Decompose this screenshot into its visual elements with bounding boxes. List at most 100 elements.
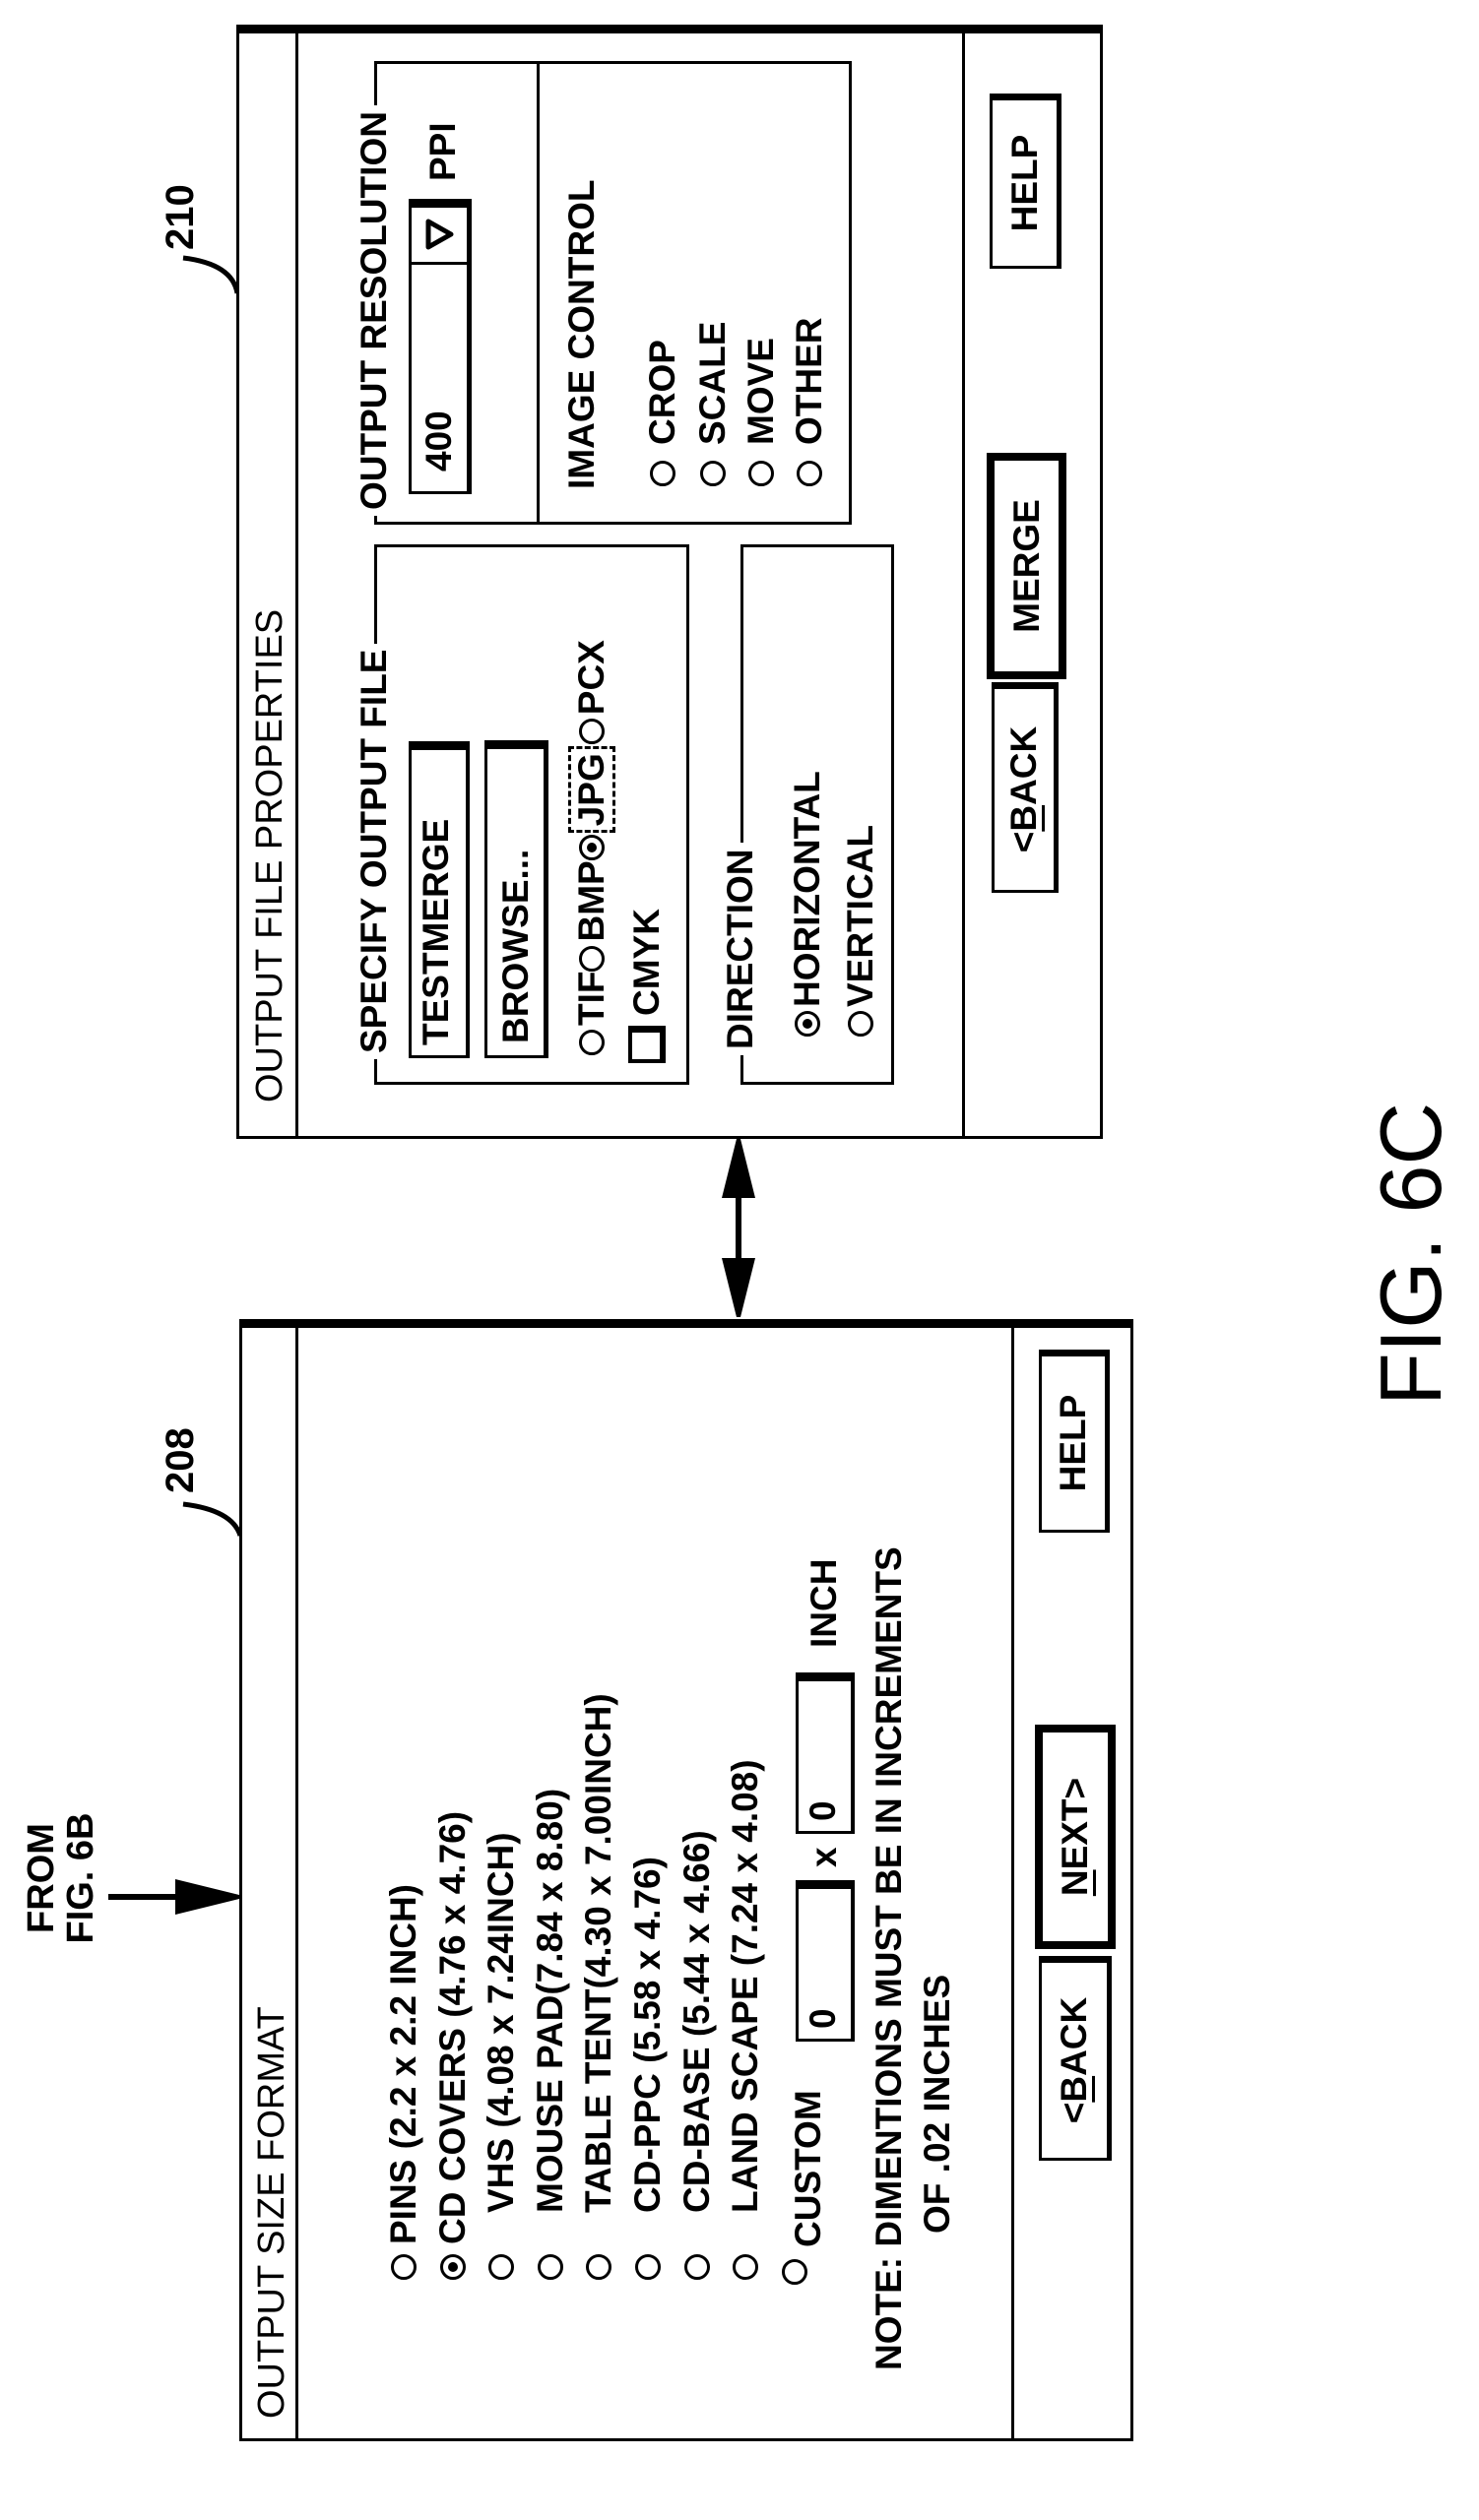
- note-line-1: NOTE: DIMENTIONS MUST BE IN INCREMENTS: [868, 1546, 909, 2370]
- radio-icon[interactable]: [440, 2254, 466, 2280]
- option-label: CROP: [642, 340, 682, 445]
- browse-button[interactable]: BROWSE...: [484, 740, 548, 1058]
- checkbox-icon[interactable]: [628, 1026, 666, 1063]
- radio-icon[interactable]: [650, 461, 675, 486]
- size-option-cd-covers[interactable]: CD COVERS (4.76 x 4.76): [431, 1811, 475, 2280]
- option-label: MOUSE PAD(7.84 x 8.80): [530, 1788, 570, 2213]
- window-title: OUTPUT SIZE FORMAT: [251, 2006, 292, 2419]
- radio-icon[interactable]: [733, 2254, 758, 2280]
- direction-label: DIRECTION: [720, 843, 760, 1055]
- radio-icon[interactable]: [488, 2254, 514, 2280]
- output-resolution-label: OUTPUT RESOLUTION: [354, 105, 394, 516]
- option-label: MOVE: [740, 338, 781, 445]
- radio-icon[interactable]: [391, 2254, 417, 2280]
- option-label: HORIZONTAL: [787, 771, 827, 1007]
- radio-icon[interactable]: [635, 2254, 661, 2280]
- radio-icon[interactable]: [586, 2254, 611, 2280]
- resolution-unit: PPI: [422, 122, 463, 181]
- radio-icon[interactable]: [538, 2254, 563, 2280]
- radio-icon[interactable]: [579, 945, 605, 972]
- help-button[interactable]: HELP: [990, 94, 1061, 269]
- back-prefix: <: [1054, 2102, 1094, 2124]
- back-prefix: <: [1003, 831, 1044, 853]
- option-label: CD-BASE (5.44 x 4.66): [676, 1830, 717, 2213]
- note-line-2: OF .02 INCHES: [917, 1974, 957, 2234]
- size-option-custom[interactable]: CUSTOM: [773, 2090, 828, 2285]
- button-bar-divider: [962, 33, 965, 1136]
- double-arrow-head-left: [722, 1258, 755, 1317]
- option-label: CD COVERS (4.76 x 4.76): [432, 1810, 473, 2244]
- format-radio-group: TIF BMP JPG PCX: [568, 640, 615, 1055]
- custom-height-input[interactable]: 0: [796, 1672, 855, 1834]
- option-label: LAND SCAPE (7.24 x 4.08): [725, 1759, 765, 2213]
- title-bar-divider: [295, 33, 298, 1136]
- output-file-properties-window: OUTPUT FILE PROPERTIES SPECIFY OUTPUT FI…: [236, 25, 1103, 1139]
- output-size-format-window: OUTPUT SIZE FORMAT PINS (2.2 x 2.2 INCH)…: [239, 1319, 1133, 2441]
- from-label-line2: FIG. 6B: [60, 1812, 101, 1944]
- resolution-dropdown[interactable]: 400: [409, 199, 472, 494]
- back-rest: ACK: [1054, 1996, 1094, 2076]
- from-label-line1: FROM: [21, 1823, 62, 1933]
- group-divider: [537, 61, 540, 525]
- ref-208: 208: [159, 1427, 202, 1493]
- size-option-cd-base[interactable]: CD-BASE (5.44 x 4.66): [675, 1830, 719, 2280]
- custom-unit: INCH: [804, 1558, 844, 1648]
- size-option-landscape[interactable]: LAND SCAPE (7.24 x 4.08): [724, 1759, 767, 2280]
- size-option-table-tent[interactable]: TABLE TENT(4.30 x 7.00INCH): [577, 1693, 620, 2280]
- back-rest: ACK: [1003, 725, 1044, 805]
- dropdown-button[interactable]: [412, 208, 467, 265]
- image-control-crop[interactable]: CROP: [641, 340, 684, 486]
- option-label: CD-PPC (5.58 x 4.76): [627, 1857, 668, 2213]
- cmyk-label: CMYK: [626, 909, 667, 1016]
- radio-icon[interactable]: [684, 2254, 710, 2280]
- image-control-move[interactable]: MOVE: [740, 338, 783, 486]
- radio-icon[interactable]: [700, 461, 726, 486]
- double-arrow-head-right: [722, 1139, 755, 1198]
- radio-icon[interactable]: [848, 1011, 873, 1037]
- option-label: SCALE: [692, 321, 733, 445]
- image-control-other[interactable]: OTHER: [788, 317, 831, 486]
- leader-line-208: [182, 1501, 243, 1537]
- help-button[interactable]: HELP: [1039, 1350, 1110, 1533]
- format-bmp-label: BMP: [571, 860, 611, 942]
- size-option-vhs[interactable]: VHS (4.08 x 7.24INCH): [480, 1832, 523, 2280]
- direction-vertical[interactable]: VERTICAL: [839, 825, 882, 1037]
- format-jpg-label: JPG: [568, 746, 615, 834]
- image-control-scale[interactable]: SCALE: [691, 322, 735, 486]
- next-mnemonic: N: [1055, 1869, 1095, 1897]
- size-option-pins[interactable]: PINS (2.2 x 2.2 INCH): [382, 1884, 425, 2280]
- radio-icon[interactable]: [748, 461, 774, 486]
- chevron-down-icon: [425, 220, 454, 250]
- next-rest: EXT>: [1055, 1777, 1095, 1870]
- radio-icon[interactable]: [782, 2259, 807, 2285]
- radio-icon[interactable]: [797, 461, 822, 486]
- option-label: VERTICAL: [840, 825, 880, 1007]
- merge-button[interactable]: MERGE: [987, 453, 1066, 679]
- option-label: VHS (4.08 x 7.24INCH): [481, 1832, 521, 2213]
- window-title: OUTPUT FILE PROPERTIES: [249, 608, 290, 1102]
- specify-output-file-label: SPECIFY OUTPUT FILE: [354, 643, 394, 1059]
- back-mnemonic: B: [1054, 2075, 1094, 2103]
- resolution-value: 400: [418, 410, 459, 472]
- from-fig-6b-label: FROM FIG. 6B: [21, 1799, 101, 1957]
- radio-icon[interactable]: [579, 1030, 605, 1055]
- size-option-mouse-pad[interactable]: MOUSE PAD(7.84 x 8.80): [529, 1789, 572, 2280]
- option-label: PINS (2.2 x 2.2 INCH): [383, 1883, 423, 2244]
- option-label: OTHER: [789, 317, 829, 446]
- custom-width-input[interactable]: 0: [796, 1880, 855, 2042]
- radio-icon[interactable]: [579, 719, 605, 745]
- option-label: TABLE TENT(4.30 x 7.00INCH): [578, 1693, 618, 2213]
- format-tif-label: TIF: [571, 971, 611, 1026]
- direction-horizontal[interactable]: HORIZONTAL: [786, 771, 829, 1037]
- radio-icon[interactable]: [795, 1011, 820, 1037]
- filename-input[interactable]: TESTMERGE: [409, 741, 470, 1058]
- size-option-cd-ppc[interactable]: CD-PPC (5.58 x 4.76): [626, 1857, 670, 2280]
- option-label: CUSTOM: [788, 2090, 828, 2247]
- cmyk-checkbox-row[interactable]: CMYK: [625, 909, 669, 1063]
- radio-icon[interactable]: [579, 835, 605, 861]
- title-bar-divider: [295, 1328, 298, 2438]
